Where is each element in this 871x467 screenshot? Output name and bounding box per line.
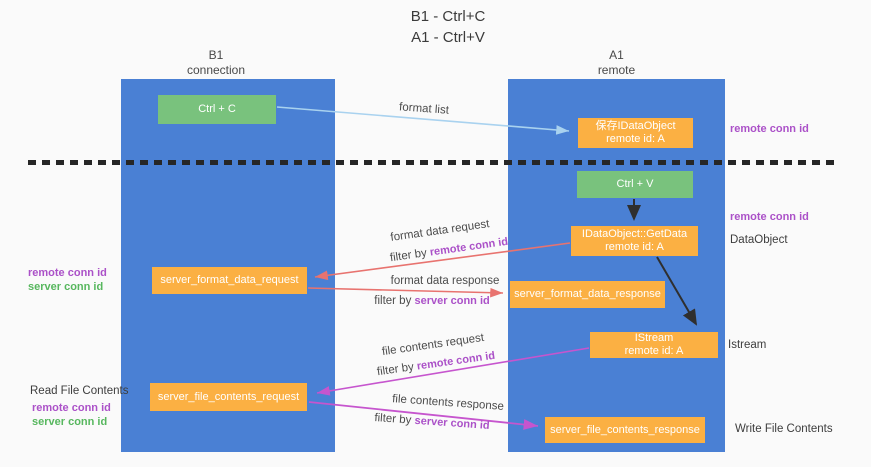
- ctrl-c-label: Ctrl + C: [198, 103, 236, 115]
- lifeline-a1-title: A1: [609, 48, 624, 62]
- idataobject-getdata-box: IDataObject::GetData remote id: A: [571, 226, 698, 256]
- arrow-file-contents-response: [308, 401, 539, 430]
- left-server-conn-id-bottom: server conn id: [32, 416, 108, 428]
- filter-by-prefix: filter by: [374, 295, 415, 307]
- arrow-format-data-request: [314, 242, 571, 281]
- arrow-format-data-response: [307, 287, 504, 298]
- left-server-conn-id-mid: server conn id: [28, 281, 104, 293]
- read-file-contents-label: Read File Contents: [30, 385, 129, 397]
- lifeline-header-a1: A1 remote: [508, 48, 725, 78]
- dataobject-label: DataObject: [730, 234, 788, 246]
- title-line-2: A1 - Ctrl+V: [411, 29, 485, 46]
- arrow-getdata-to-istream: [656, 256, 698, 326]
- left-remote-conn-id-bottom: remote conn id: [32, 402, 111, 414]
- remote-conn-id-top-label: remote conn id: [730, 123, 809, 135]
- server-file-contents-request-label: server_file_contents_request: [157, 390, 300, 403]
- left-conn-id-labels-bottom: remote conn id server conn id: [32, 401, 111, 429]
- arrow-format-list: [276, 106, 570, 135]
- lifeline-header-b1: B1 connection: [116, 48, 316, 78]
- remote-conn-id-mid-label: remote conn id: [730, 211, 809, 223]
- lifeline-b1-title: B1: [208, 48, 224, 62]
- diagram-title: B1 - Ctrl+C A1 - Ctrl+V: [308, 6, 588, 48]
- arrow-file-contents-request: [316, 347, 590, 396]
- server-format-data-request-box: server_format_data_request: [152, 267, 307, 294]
- format-data-response-label: format data response: [390, 275, 500, 287]
- getdata-line1: IDataObject::GetData: [581, 228, 688, 240]
- server-conn-id-value: server conn id: [414, 295, 490, 307]
- getdata-line2: remote id: A: [605, 241, 664, 253]
- server-file-contents-request-box: server_file_contents_request: [150, 383, 307, 411]
- server-format-data-request-label: server_format_data_request: [160, 274, 299, 286]
- istream-box: IStream remote id: A: [590, 332, 718, 358]
- lifeline-a1-subtitle: remote: [597, 63, 636, 77]
- write-file-contents-label: Write File Contents: [735, 423, 833, 435]
- save-idataobject-box: 保存IDataObject remote id: A: [578, 118, 693, 148]
- istream-line1: IStream: [634, 332, 674, 344]
- ctrl-v-box: Ctrl + V: [577, 171, 693, 198]
- istream-side-label: Istream: [728, 339, 767, 351]
- server-file-contents-response-box: server_file_contents_response: [545, 417, 705, 443]
- left-remote-conn-id-mid: remote conn id: [28, 267, 107, 279]
- ctrl-c-box: Ctrl + C: [158, 95, 276, 124]
- server-format-data-response-box: server_format_data_response: [510, 281, 665, 308]
- server-file-contents-response-label: server_file_contents_response: [550, 423, 700, 436]
- left-conn-id-labels-mid: remote conn id server conn id: [28, 266, 107, 294]
- ctrl-v-label: Ctrl + V: [616, 178, 654, 190]
- server-format-data-response-label: server_format_data_response: [514, 288, 661, 300]
- dashed-divider: [28, 160, 836, 165]
- title-line-1: B1 - Ctrl+C: [410, 8, 486, 25]
- save-idataobject-line1: 保存IDataObject: [595, 120, 676, 132]
- istream-line2: remote id: A: [624, 345, 684, 357]
- filter-by-server-conn-id-label-1: filter by server conn id: [374, 295, 489, 307]
- save-idataobject-line2: remote id: A: [606, 133, 665, 145]
- lifeline-b1-subtitle: connection: [186, 63, 246, 77]
